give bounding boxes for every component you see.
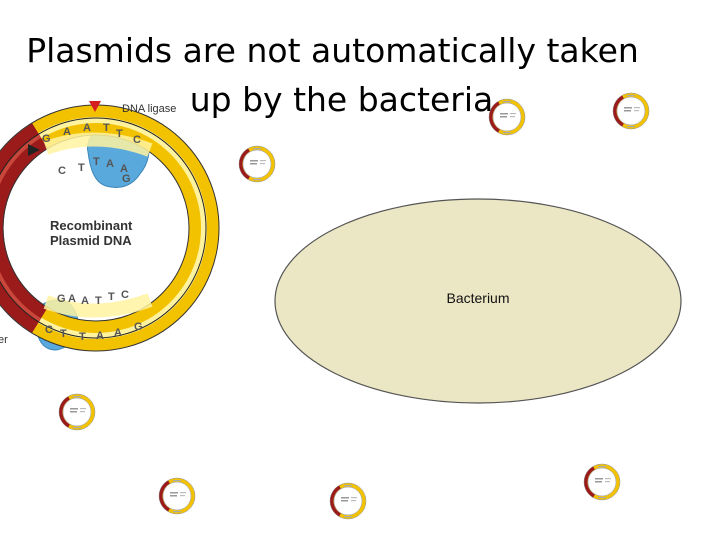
plasmid-center-label-2: Plasmid DNA xyxy=(50,233,132,248)
bacterium xyxy=(274,198,682,404)
plasmid-ring-highlight xyxy=(0,117,207,339)
svg-text:A: A xyxy=(106,158,114,170)
bottom-outer-sequence: G A A T T C xyxy=(57,289,129,307)
bacterium-label: Bacterium xyxy=(446,290,510,306)
svg-text:T: T xyxy=(60,328,67,340)
svg-text:T: T xyxy=(79,331,86,343)
cut-site-arrow-icon xyxy=(28,144,40,156)
small-plasmid-icon xyxy=(158,477,196,515)
top-outer-sequence: G A A T T C xyxy=(42,122,141,146)
slide-title-line-2: up by the bacteria xyxy=(189,80,494,119)
svg-text:A: A xyxy=(68,293,76,305)
svg-text:A: A xyxy=(114,327,122,339)
svg-text:A: A xyxy=(81,295,89,307)
svg-text:A: A xyxy=(120,163,128,175)
bacterium-cell xyxy=(274,198,682,404)
small-plasmid-icon xyxy=(238,145,276,183)
slide-title-line-1: Plasmids are not automatically taken xyxy=(26,31,639,70)
dna-ligase-label: DNA ligase xyxy=(122,103,176,115)
slide-title: Plasmids are not automatically taken up … xyxy=(0,26,665,124)
svg-text:A: A xyxy=(63,126,71,138)
svg-text:G: G xyxy=(42,133,51,145)
svg-text:T: T xyxy=(93,156,100,168)
dna-insert-segment xyxy=(0,123,49,333)
ligase-arrow-icon xyxy=(89,101,101,112)
svg-text:T: T xyxy=(108,291,115,303)
small-plasmid-icon xyxy=(488,98,526,136)
svg-text:A: A xyxy=(96,330,104,342)
small-plasmid-icon xyxy=(329,482,367,520)
svg-text:G: G xyxy=(122,173,131,185)
svg-text:G: G xyxy=(57,293,66,305)
svg-text:T: T xyxy=(78,162,85,174)
svg-text:C: C xyxy=(58,165,66,177)
svg-text:C: C xyxy=(45,324,53,336)
svg-text:C: C xyxy=(121,289,129,301)
plasmid-center-label-1: Recombinant xyxy=(50,218,133,233)
svg-text:T: T xyxy=(95,295,102,307)
svg-text:T: T xyxy=(103,122,110,134)
svg-text:A: A xyxy=(83,122,91,134)
svg-text:T: T xyxy=(116,128,123,140)
svg-text:G: G xyxy=(134,321,143,333)
cutoff-side-label: er xyxy=(0,334,8,346)
svg-text:C: C xyxy=(133,134,141,146)
small-plasmid-icon xyxy=(58,393,96,431)
bottom-inner-sequence: C T T A A G xyxy=(45,321,143,343)
small-plasmid-icon xyxy=(583,463,621,501)
top-inner-sequence: C T T A A G xyxy=(58,156,131,185)
small-plasmid-icon xyxy=(612,92,650,130)
